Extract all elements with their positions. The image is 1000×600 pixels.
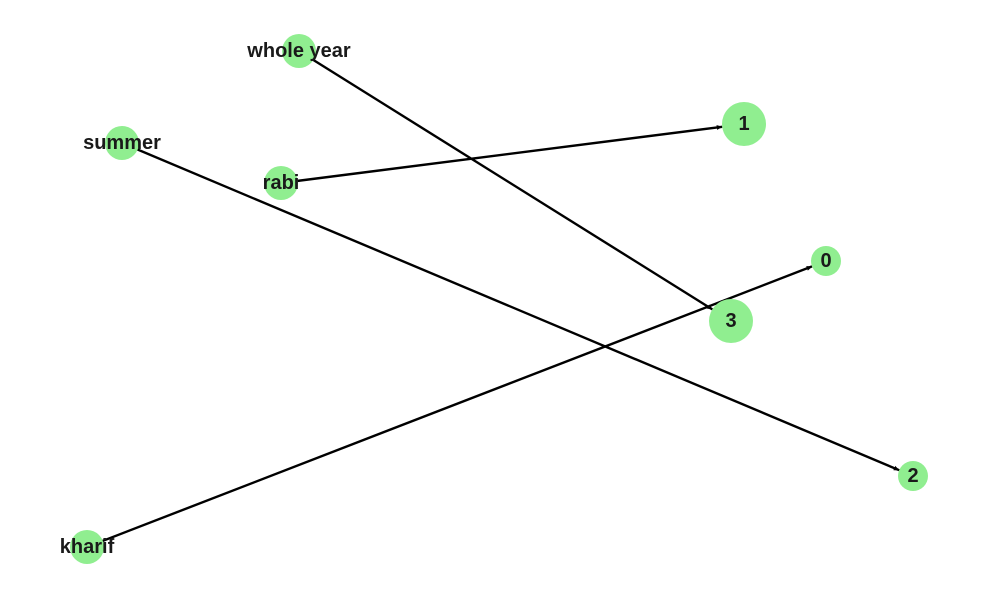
node-label-rabi: rabi: [263, 172, 300, 194]
node-whole_year[interactable]: [282, 34, 316, 68]
node-kharif[interactable]: [70, 530, 104, 564]
node-n2[interactable]: [898, 461, 928, 491]
edge-summer-to-n2: [121, 141, 900, 472]
node-label-n0: 0: [820, 250, 831, 272]
nodes-layer: [70, 34, 928, 564]
edge-whole_year-to-n3: [298, 49, 713, 311]
node-label-summer: summer: [83, 132, 161, 154]
edges-layer: [86, 49, 900, 549]
node-n0[interactable]: [811, 246, 841, 276]
node-label-n1: 1: [738, 113, 749, 135]
node-n1[interactable]: [722, 102, 766, 146]
node-label-n3: 3: [725, 310, 736, 332]
edge-rabi-to-n1: [280, 125, 723, 185]
node-label-whole_year: whole year: [246, 40, 351, 62]
node-rabi[interactable]: [264, 166, 298, 200]
edge-kharif-to-n0: [86, 265, 813, 549]
node-summer[interactable]: [105, 126, 139, 160]
node-label-n2: 2: [907, 465, 918, 487]
node-n3[interactable]: [709, 299, 753, 343]
labels-layer: whole year summer rabi kharif 1 0 3 2: [60, 40, 919, 558]
node-label-kharif: kharif: [60, 536, 115, 558]
